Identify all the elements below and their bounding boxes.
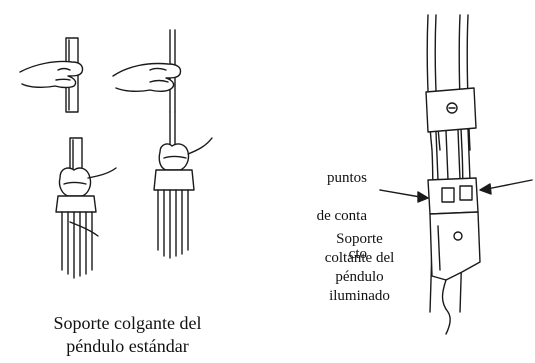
illuminated-holder-label: Soporte coltante del péndulo iluminado bbox=[302, 230, 417, 306]
illuminated-pendulum-holder-illustration bbox=[379, 14, 533, 335]
hand-holding-tube-illustration bbox=[19, 37, 84, 113]
standard-holder-caption: Soporte colgante del péndulo estándar bbox=[20, 312, 235, 358]
contact-points-label: puntos de conta cto bbox=[317, 150, 367, 283]
hooked-pendulum-holder-illustration bbox=[153, 111, 213, 259]
illuminated-holder-label-line1: Soporte bbox=[336, 231, 383, 247]
illuminated-holder-label-line4: iluminado bbox=[329, 288, 390, 304]
contact-points-label-line2: de conta bbox=[316, 208, 367, 224]
standard-holder-caption-line1: Soporte colgante del bbox=[53, 313, 202, 333]
contact-points-label-line3: cto bbox=[348, 246, 367, 262]
holder-screw-icon bbox=[453, 231, 463, 241]
standard-pendulum-holder-illustration bbox=[55, 137, 117, 279]
hand-holding-rod-illustration bbox=[112, 29, 182, 113]
standard-holder-caption-line2: péndulo estándar bbox=[66, 336, 189, 356]
contact-points-label-line1: puntos bbox=[326, 170, 367, 186]
illuminated-holder-label-line3: péndulo bbox=[335, 269, 384, 285]
illuminated-holder-label-line2: coltante del bbox=[324, 250, 395, 266]
